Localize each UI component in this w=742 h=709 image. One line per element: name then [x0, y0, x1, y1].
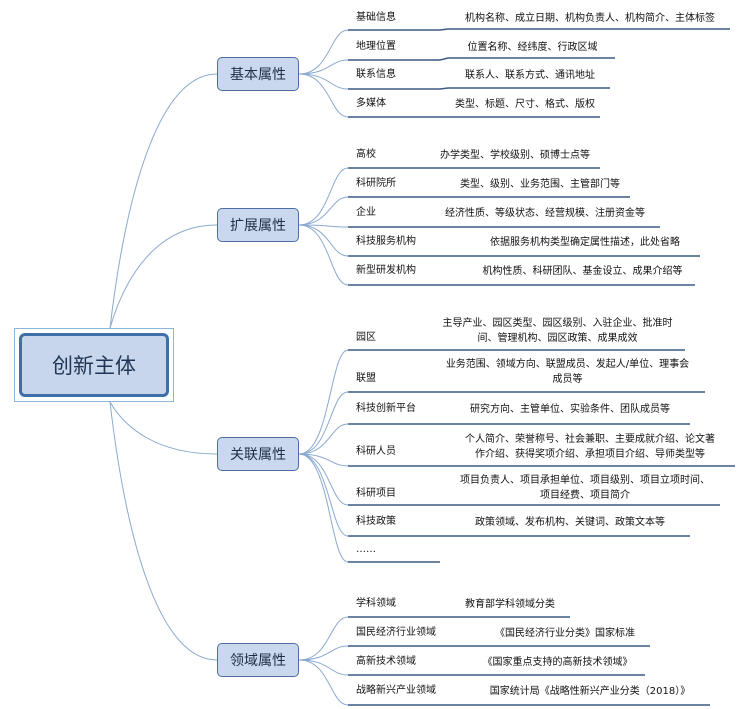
child-connector: [298, 196, 349, 226]
child-connector: [298, 453, 349, 467]
branch-node: 基本属性: [217, 57, 299, 91]
child-description: 《国民经济行业分类》国家标准: [495, 628, 635, 639]
child-label: 学科领域: [356, 598, 396, 609]
child-description: 依据服务机构类型确定属性描述，此处省略: [490, 237, 680, 248]
root-branch-connector: [109, 401, 218, 661]
child-connector: [298, 224, 349, 228]
child-label: 科技服务机构: [356, 236, 416, 247]
description-line: 个人简介、荣誉称号、社会兼职、主要成就介绍、论文著: [465, 434, 715, 445]
child-description: 机构性质、科研团队、基金设立、成果介绍等: [482, 266, 683, 277]
child-label: 战略新兴产业领域: [356, 685, 436, 696]
branch-node: 领域属性: [217, 643, 299, 677]
child-connector: [298, 224, 349, 257]
child-description: 教育部学科领域分类: [465, 599, 555, 610]
child-description: 业务范围、领域方向、联盟成员、发起人/单位、理事会成员等: [430, 357, 705, 387]
child-connector: [298, 73, 349, 118]
child-connector: [298, 224, 349, 286]
root-branch-connector: [109, 73, 218, 329]
child-description: 《国家重点支持的高新技术领域》: [482, 657, 633, 668]
root-label: 创新主体: [19, 333, 169, 397]
child-connector: [298, 645, 349, 661]
child-description: 主导产业、园区类型、园区级别、入驻企业、批准时间、管理机构、园区政策、成果成效: [430, 316, 685, 346]
child-label: 新型研发机构: [356, 265, 416, 276]
child-description: 类型、标题、尺寸、格式、版权: [455, 99, 595, 110]
desc-underline: [439, 57, 615, 61]
description-line: 作介绍、获得奖项介绍、承担项目介绍、导师类型等: [475, 449, 705, 460]
child-label: 地理位置: [356, 41, 396, 52]
description-line: 成员等: [552, 374, 583, 385]
child-connector: [298, 616, 349, 661]
child-connector: [298, 73, 349, 90]
description-line: 业务范围、领域方向、联盟成员、发起人/单位、理事会: [445, 359, 690, 370]
description-line: 项目负责人、项目承担单位、项目级别、项目立项时间、: [460, 475, 710, 486]
child-description: 政策领域、发布机构、关键词、政策文本等: [475, 517, 665, 528]
child-label: 多媒体: [356, 98, 386, 109]
child-connector: [298, 349, 349, 455]
child-connector: [298, 453, 349, 537]
child-label: 科研院所: [356, 178, 396, 189]
branch-node: 关联属性: [217, 437, 299, 471]
child-description: 位置名称、经纬度、行政区域: [467, 42, 598, 53]
child-label: 高新技术领域: [356, 656, 416, 667]
child-label: 国民经济行业领域: [356, 627, 436, 638]
child-connector: [298, 659, 349, 706]
desc-underline: [439, 87, 610, 90]
branch-node: 扩展属性: [217, 208, 299, 242]
desc-underline: [439, 28, 730, 31]
child-connector: [298, 167, 349, 226]
child-description: 个人简介、荣誉称号、社会兼职、主要成就介绍、论文著作介绍、获得奖项介绍、承担项目…: [445, 432, 735, 462]
child-connector: [298, 659, 349, 676]
child-label: 基础信息: [356, 12, 396, 23]
child-description: 国家统计局《战略性新兴产业分类（2018）》: [489, 686, 691, 697]
description-line: 间、管理机构、园区政策、成果成效: [477, 333, 638, 344]
child-connector: [298, 391, 349, 455]
child-label: 科研项目: [356, 488, 396, 499]
child-description: 项目负责人、项目承担单位、项目级别、项目立项时间、项目经费、项目简介: [450, 473, 720, 503]
child-connector: [298, 59, 349, 75]
root-branch-connector: [109, 401, 218, 455]
child-label: 联系信息: [356, 69, 396, 80]
child-description: 联系人、联系方式、通讯地址: [465, 70, 595, 81]
child-label: 企业: [356, 207, 376, 218]
child-description: 办学类型、学校级别、硕博士点等: [440, 150, 590, 161]
child-description: 研究方向、主管单位、实验条件、团队成员等: [470, 404, 670, 415]
child-connector: [298, 29, 349, 75]
root-branch-connector: [109, 224, 218, 329]
child-connector: [298, 453, 349, 563]
child-description: 类型、级别、业务范围、主管部门等: [460, 179, 620, 190]
child-description: 机构名称、成立日期、机构负责人、机构简介、主体标签: [465, 13, 715, 24]
child-label: ……: [356, 544, 376, 555]
child-label: 科技创新平台: [356, 403, 416, 414]
description-line: 主导产业、园区类型、园区级别、入驻企业、批准时: [442, 318, 673, 329]
child-label: 高校: [356, 149, 376, 160]
child-connector: [298, 423, 349, 455]
root-node: 创新主体: [14, 328, 174, 402]
child-label: 科研人员: [356, 446, 396, 457]
child-label: 科技政策: [356, 516, 396, 527]
child-connector: [298, 453, 349, 506]
child-label: 园区: [356, 332, 376, 343]
child-description: 经济性质、等级状态、经营规模、注册资金等: [445, 208, 645, 219]
child-label: 联盟: [356, 373, 376, 384]
description-line: 项目经费、项目简介: [540, 490, 630, 501]
